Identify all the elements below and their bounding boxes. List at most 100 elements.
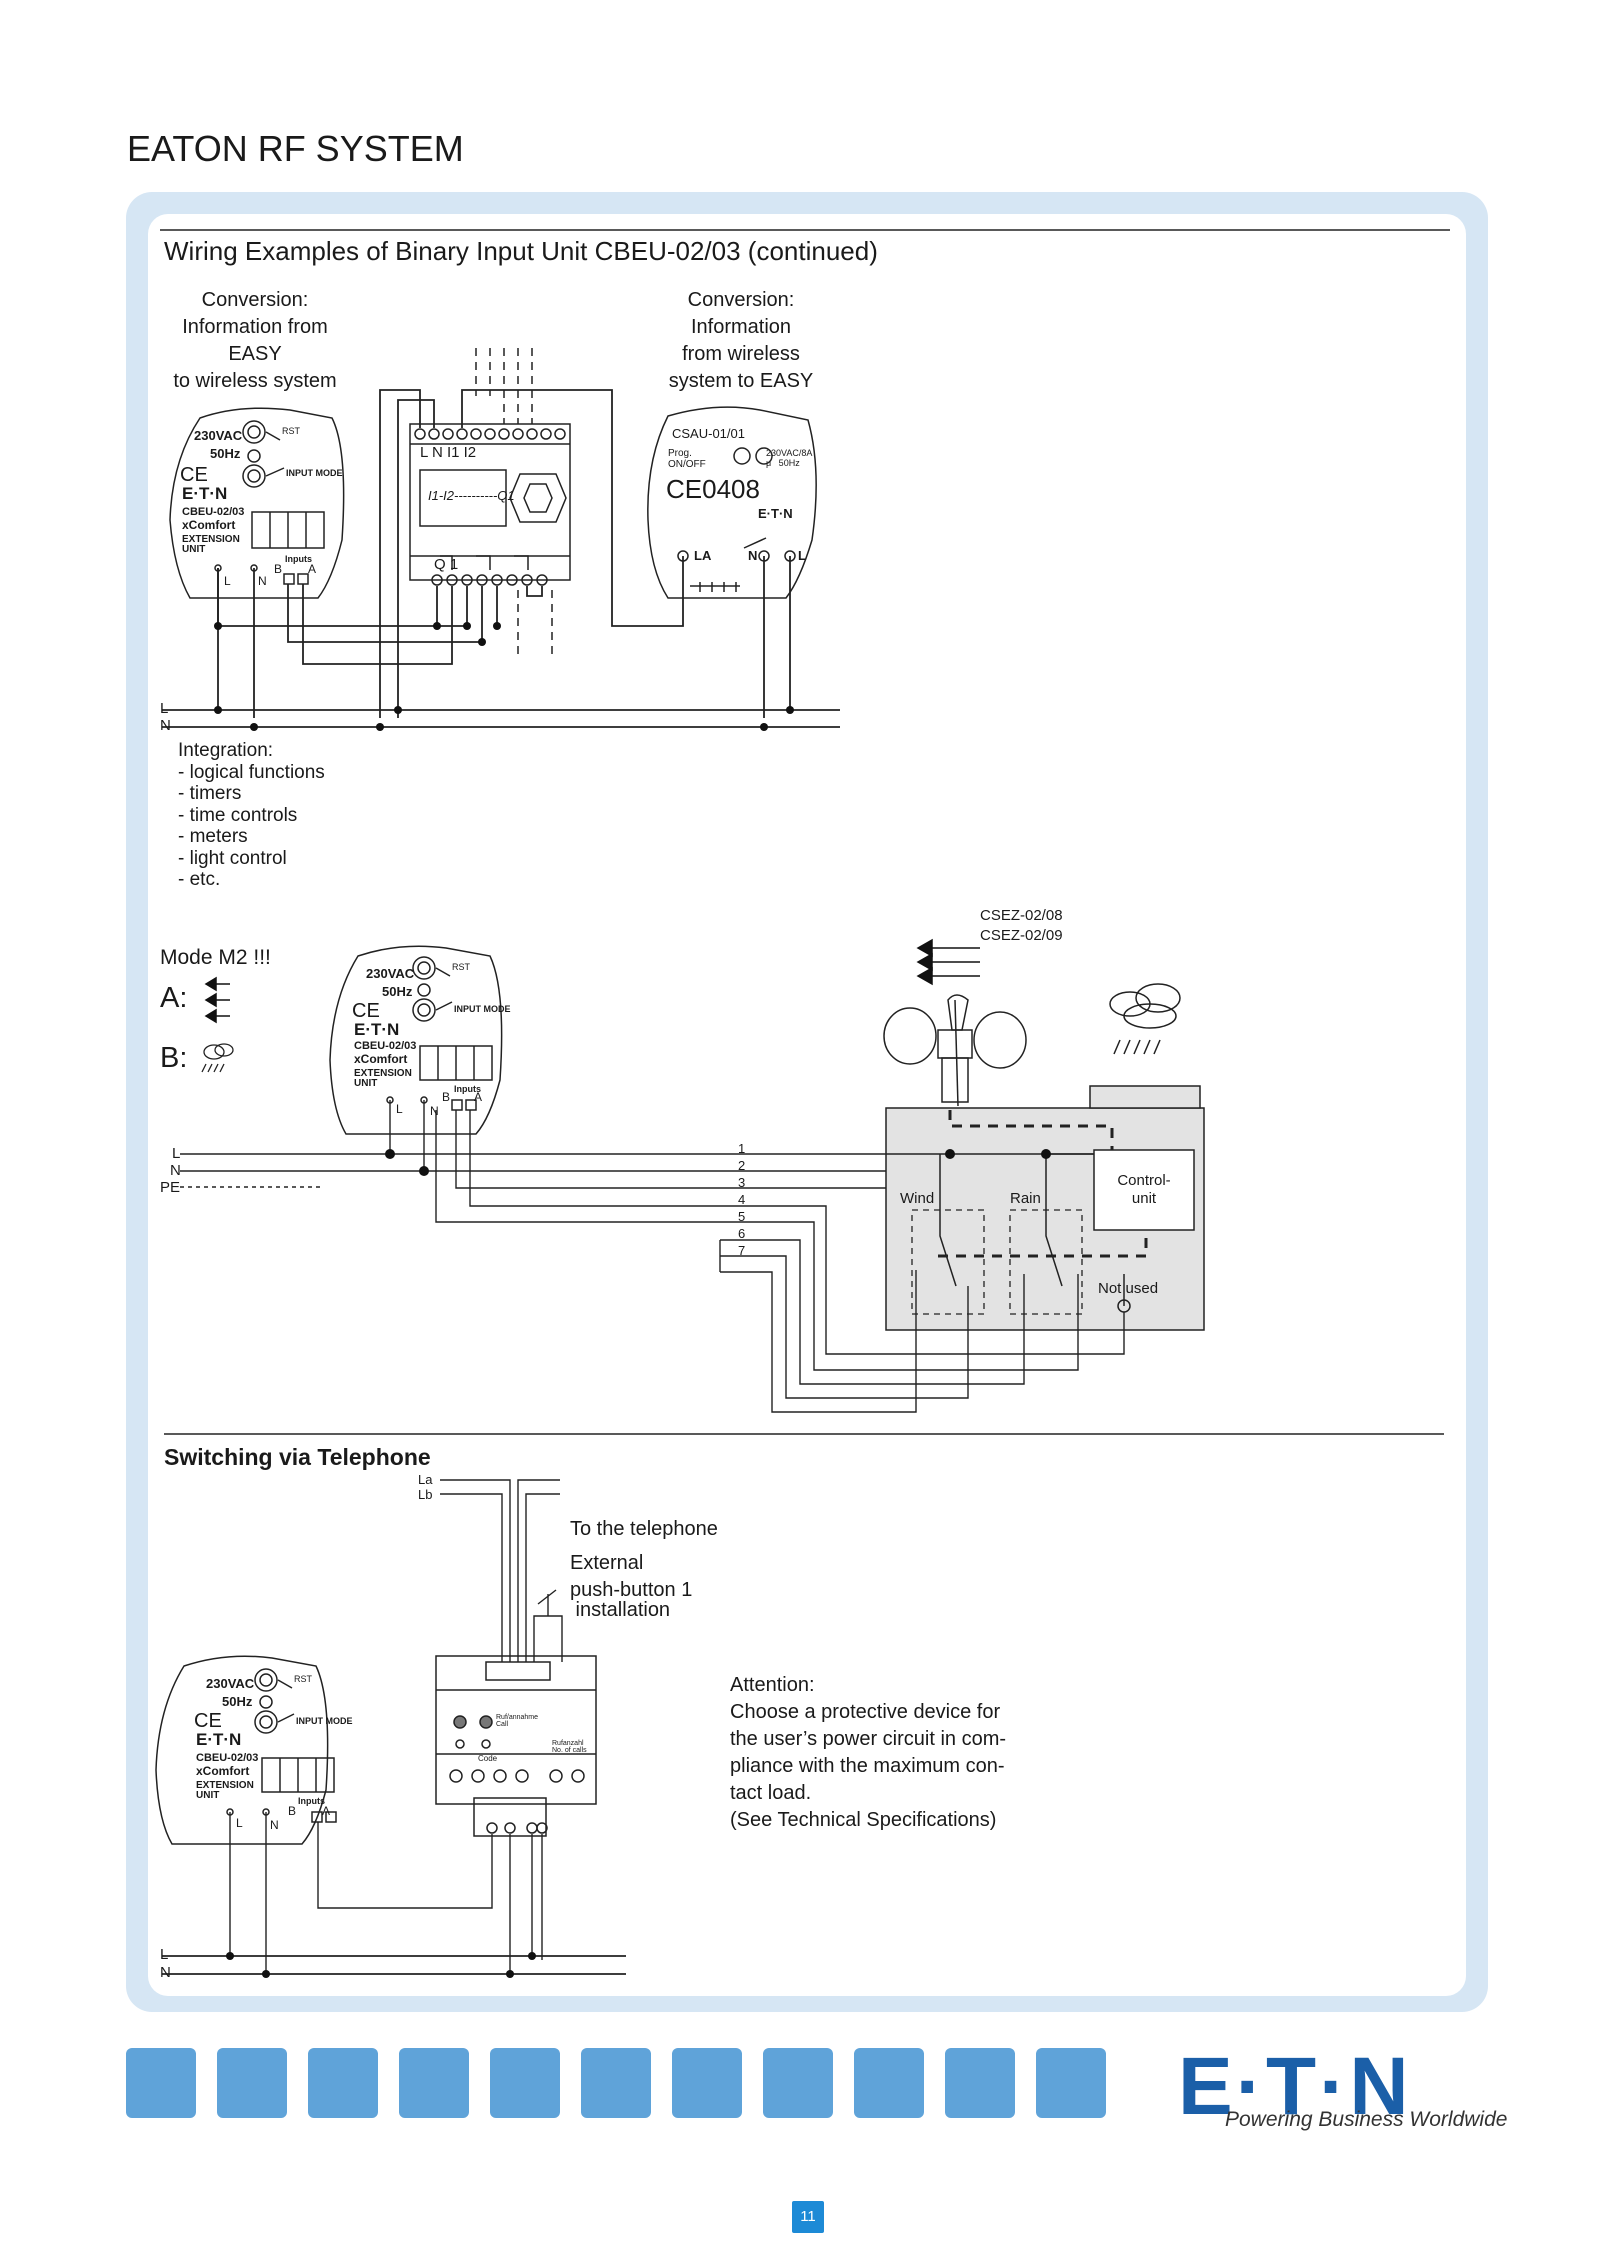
la-label: La [418,1472,433,1487]
attention-note: Attention: Choose a protective device fo… [730,1672,1006,1834]
wire-number: 4 [738,1192,746,1207]
label-line: unit [1131,1190,1157,1207]
csau-l: L [798,548,806,563]
unit-ext2: UNIT [196,1790,220,1801]
unit-model: CBEU-02/03 [196,1752,259,1764]
footer-square [126,2048,196,2118]
caption-line: system to EASY [668,370,814,392]
external-caption: External push-button 1 [570,1550,692,1604]
easy-q1: Q 1 [434,556,459,573]
telephone-caption: To the telephone installation [570,1462,718,1651]
footer-square [308,2048,378,2118]
caption-line: To the telephone [570,1518,718,1540]
footer-square [217,2048,287,2118]
unit-model: CBEU-02/03 [354,1040,417,1052]
caption-line: External [570,1552,644,1574]
page-title: EATON RF SYSTEM [127,128,464,169]
csau-ce: CE0408 [666,474,760,504]
eaton-logo: E·T·N [1178,2041,1412,2132]
unit-n: N [270,1818,279,1832]
footer-square [581,2048,651,2118]
wind-arrow-icon [204,976,230,1024]
unit-series: xComfort [182,518,236,532]
device-code-label: Code [478,1754,498,1763]
wire-number: 2 [738,1158,746,1173]
device-calls-label: Rufanzahl No. of calls [552,1740,587,1754]
bus-pe-label: PE [160,1179,181,1196]
unit-input-mode: INPUT MODE [454,1004,511,1014]
list-item: - light control [178,847,287,869]
unit-input-mode: INPUT MODE [296,1716,353,1726]
unit-ext1: EXTENSION [196,1780,254,1791]
ce-mark: CE [180,464,208,486]
note-line: Choose a protective device for [730,1701,1001,1723]
telephone-switch-device [435,1655,597,1837]
cbeu-unit-3 [155,1655,337,1845]
caption-line: push-button 1 [570,1579,693,1601]
control-unit-label: Control- unit [1094,1172,1194,1208]
bus-l-label: L [160,1946,169,1963]
easy-display: I1-I2----------Q1 [428,488,515,503]
unit-freq: 50Hz [210,446,241,461]
eaton-mark: E·T·N [354,1020,400,1039]
wire-numbers: 1 2 3 4 5 6 7 [738,1140,745,1259]
wire-number: 6 [738,1226,746,1241]
telephone-section-title: Switching via Telephone [164,1444,431,1470]
unit-input-mode: INPUT MODE [286,468,343,478]
unit-series: xComfort [354,1052,408,1066]
section-title: Wiring Examples of Binary Input Unit CBE… [164,236,878,266]
note-line: Attention: [730,1674,815,1696]
ce-mark: CE [194,1710,222,1732]
note-line: tact load. [730,1782,812,1804]
bus-n-label: N [170,1162,181,1179]
model-label: CSEZ-02/09 [980,927,1063,944]
unit-rst: RST [294,1674,312,1684]
unit-freq: 50Hz [222,1694,253,1709]
list-item: - meters [178,826,248,847]
content-panel-inner [148,214,1466,1996]
unit-a: A [308,562,317,576]
unit-inputs: Inputs [454,1084,481,1094]
footer-square [399,2048,469,2118]
note-line: the user’s power circuit in com- [730,1728,1007,1750]
unit-inputs: Inputs [285,554,312,564]
unit-freq: 50Hz [382,984,413,999]
unit-n: N [430,1104,439,1118]
csau-actuator [647,406,817,599]
caption-line: Conversion: [201,289,309,311]
caption-line: Information from [182,316,328,338]
bus-n-label: N [160,1964,171,1981]
unit-rst: RST [452,962,470,972]
caption-line: from wireless [682,343,800,365]
footer-square [672,2048,742,2118]
wire-number: 5 [738,1209,746,1224]
a-label: A: [160,982,188,1014]
page-number: 11 [792,2201,824,2233]
footer-square [490,2048,560,2118]
anemometer-icon [883,994,1027,1107]
unit-b: B [274,562,283,576]
unit-model: CBEU-02/03 [182,506,245,518]
list-item: Integration: [178,740,274,761]
unit-b: B [442,1090,451,1104]
unit-inputs: Inputs [298,1796,325,1806]
unit-rst: RST [282,426,300,436]
lb-label: Lb [418,1487,433,1502]
cbeu-unit-2 [329,945,503,1135]
unit-series: xComfort [196,1764,250,1778]
b-label: B: [160,1042,188,1074]
list-item: - logical functions [178,761,325,783]
wire-number: 7 [738,1243,746,1258]
rain-cloud-icon [201,1043,234,1073]
device-call-label: Ruf/annahme Call [496,1714,539,1728]
easy-module [409,423,571,586]
caption-line: installation [570,1599,671,1621]
wire-number: 3 [738,1175,746,1190]
label-line: Control- [1117,1172,1171,1189]
unit-ext2: UNIT [182,544,206,555]
wind-arrows-icon [916,938,980,986]
note-line: pliance with the maximum con- [730,1755,1005,1777]
unit-ext1: EXTENSION [354,1068,412,1079]
right-caption: Conversion: Information from wireless sy… [646,287,836,395]
unit-n: N [258,574,267,588]
